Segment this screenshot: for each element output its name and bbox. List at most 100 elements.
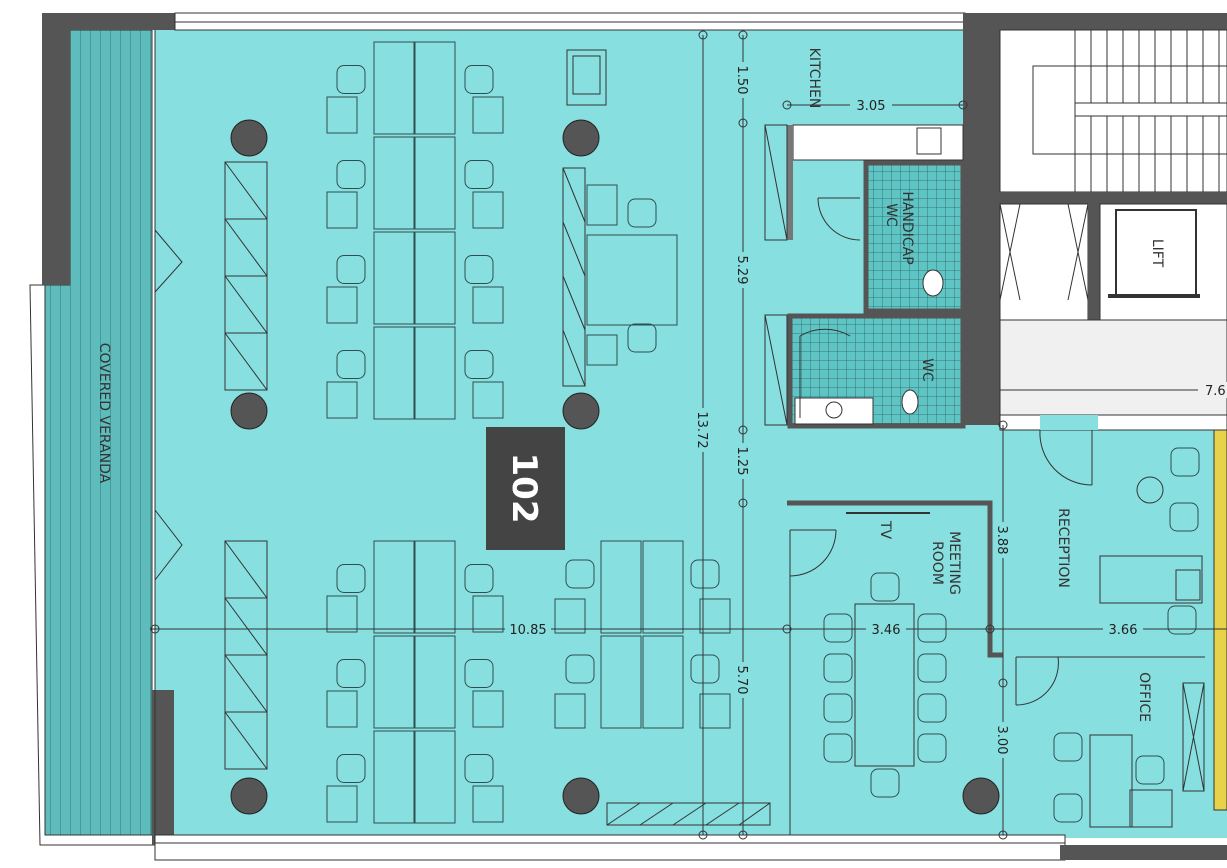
reception-label: RECEPTION [1055,508,1071,588]
desk [414,231,456,325]
structural-column [230,119,268,157]
chair [1169,502,1199,532]
handicap-wc [863,160,966,314]
chair [464,659,494,688]
desk [373,326,415,420]
meeting-table [854,603,915,767]
chair [627,198,657,228]
dim-1-50: 1.50 [734,66,749,95]
chair [917,693,947,723]
dim-3-66: 3.66 [1109,623,1138,638]
chair [1053,793,1083,823]
dim-5-70: 5.70 [734,666,749,695]
chair [336,350,366,379]
chair [823,693,853,723]
structural-column [562,392,600,430]
chair [870,768,900,798]
wall-stub [152,690,174,845]
outer-wall-left [42,13,70,285]
structural-column [562,119,600,157]
desk [326,690,358,728]
desk [373,231,415,325]
desk [554,598,586,634]
desk [326,381,358,419]
lift-label: LIFT [1149,239,1165,268]
chair [823,653,853,683]
desk [586,184,618,226]
desk [414,41,456,135]
desk [414,136,456,230]
wc-label: WC [919,358,935,382]
chair [565,559,595,589]
desk [326,191,358,229]
dim-3-46: 3.46 [872,623,901,638]
meeting-label-1: MEETING [946,531,962,595]
dim-3-88: 3.88 [994,526,1009,555]
chair [627,323,657,353]
desk [373,730,415,824]
chair [336,659,366,688]
dimension-lines [150,30,1227,840]
chair [336,255,366,284]
chair [464,754,494,783]
dim-7-6: 7.6 [1205,384,1226,399]
structural-column [562,777,600,815]
chair [336,65,366,94]
core-wall [963,13,1000,425]
unit-number: 102 [504,453,544,524]
dim-1-25: 1.25 [734,447,749,476]
desk [326,96,358,134]
structural-column [230,392,268,430]
dim-3-00: 3.00 [994,726,1009,755]
chair [823,613,853,643]
bottom-right-wall [1060,845,1227,860]
structural-column [962,777,1000,815]
chair [464,255,494,284]
chair [336,754,366,783]
meeting-label-2: ROOM [929,541,945,585]
desk [326,286,358,324]
dim-13-72: 13.72 [694,411,709,448]
kitchen-label: KITCHEN [806,48,822,109]
desk [699,693,731,729]
dim-3-05: 3.05 [857,99,886,114]
dim-10-85: 10.85 [509,623,546,638]
desk [472,595,504,633]
reception-desk [1099,555,1203,604]
desk [472,785,504,823]
chair [870,572,900,602]
desk [554,693,586,729]
wc-room [787,313,966,429]
dim-5-29: 5.29 [734,256,749,285]
desk [373,136,415,230]
chair [690,654,720,684]
chair [464,65,494,94]
office-desk [1089,734,1133,828]
chair [1170,447,1200,477]
handicap-wc-label: WC [883,203,899,227]
desk [373,635,415,729]
desk [600,540,642,634]
chair [823,733,853,763]
service-shaft [999,203,1089,321]
desk [414,326,456,420]
office-label: OFFICE [1136,672,1152,722]
chair [917,653,947,683]
desk [699,598,731,634]
chair [917,733,947,763]
desk [373,41,415,135]
chair [464,350,494,379]
chair [917,613,947,643]
kitchen-counter [792,124,964,161]
desk [642,540,684,634]
chair [464,160,494,189]
desk [373,540,415,634]
veranda-label: COVERED VERANDA [96,343,112,484]
desk [642,635,684,729]
lift: LIFT [1099,203,1227,321]
accent-strip [1213,429,1227,811]
desk [414,635,456,729]
handicap-label: HANDICAP [899,191,915,264]
desk [472,96,504,134]
